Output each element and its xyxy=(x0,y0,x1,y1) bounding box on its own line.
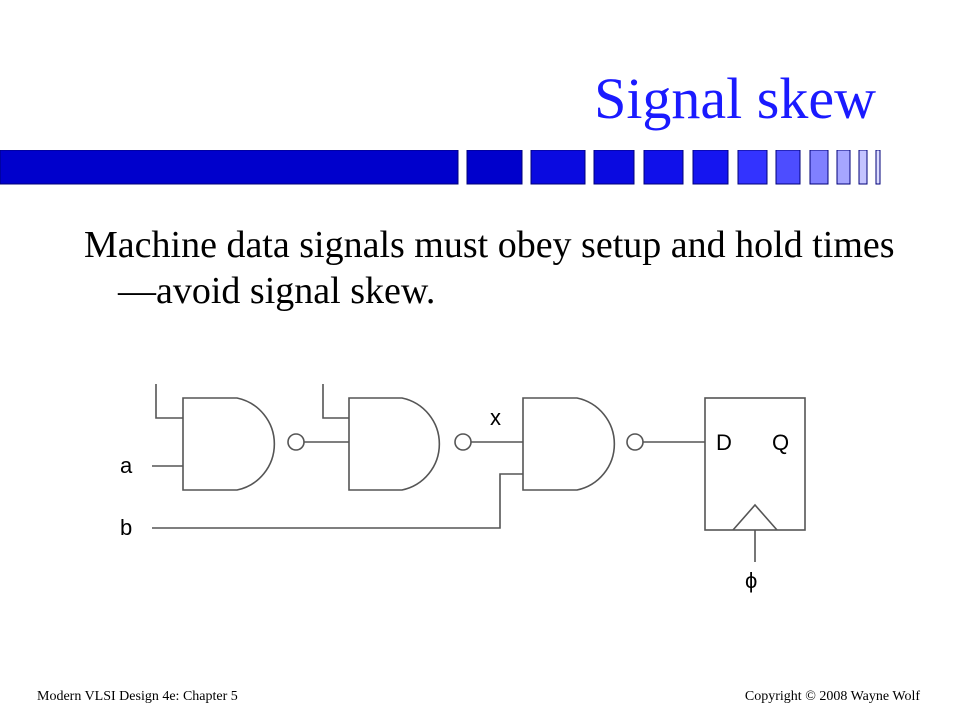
bar-segment-3 xyxy=(593,150,635,185)
bar-segment-8 xyxy=(809,150,829,185)
bar-main-segment xyxy=(0,150,459,185)
bar-segment-7 xyxy=(775,150,801,185)
bullet-text: Machine data signals must obey setup and… xyxy=(84,224,895,312)
slide-title: Signal skew xyxy=(594,66,876,131)
bar-segment-6 xyxy=(737,150,768,185)
nand-gate-2-bubble xyxy=(454,433,472,451)
bar-segment-2 xyxy=(530,150,586,185)
label-x: x xyxy=(490,405,501,430)
footer-copyright: Copyright © 2008 Wayne Wolf xyxy=(744,689,920,704)
bar-segment-11 xyxy=(875,150,881,185)
wire-g1-top-input xyxy=(155,384,183,419)
nand-gate-1-bubble xyxy=(287,433,305,451)
label-q: Q xyxy=(772,430,789,455)
wire-g2-top-input xyxy=(322,384,349,419)
bar-segment-5 xyxy=(692,150,729,185)
label-clock: ϕ xyxy=(745,568,757,593)
bar-segment-10 xyxy=(858,150,868,185)
bar-segment-1 xyxy=(466,150,523,185)
nand-gate-3-body xyxy=(522,397,616,491)
clock-triangle xyxy=(732,503,778,531)
footer-chapter: Modern VLSI Design 4e: Chapter 5 xyxy=(37,689,238,704)
label-d: D xyxy=(716,430,732,455)
label-a: a xyxy=(120,453,133,478)
body-text: Machine data signals must obey setup and… xyxy=(84,222,904,314)
bar-segment-9 xyxy=(836,150,851,185)
bar-segment-4 xyxy=(643,150,684,185)
nand-gate-2-body xyxy=(348,397,441,491)
label-b: b xyxy=(120,515,132,540)
nand-gate-3-bubble xyxy=(626,433,644,451)
wire-b xyxy=(152,473,523,529)
flip-flop-box xyxy=(704,397,806,531)
title-decoration-bar xyxy=(0,150,881,185)
nand-gate-1-body xyxy=(182,397,276,491)
